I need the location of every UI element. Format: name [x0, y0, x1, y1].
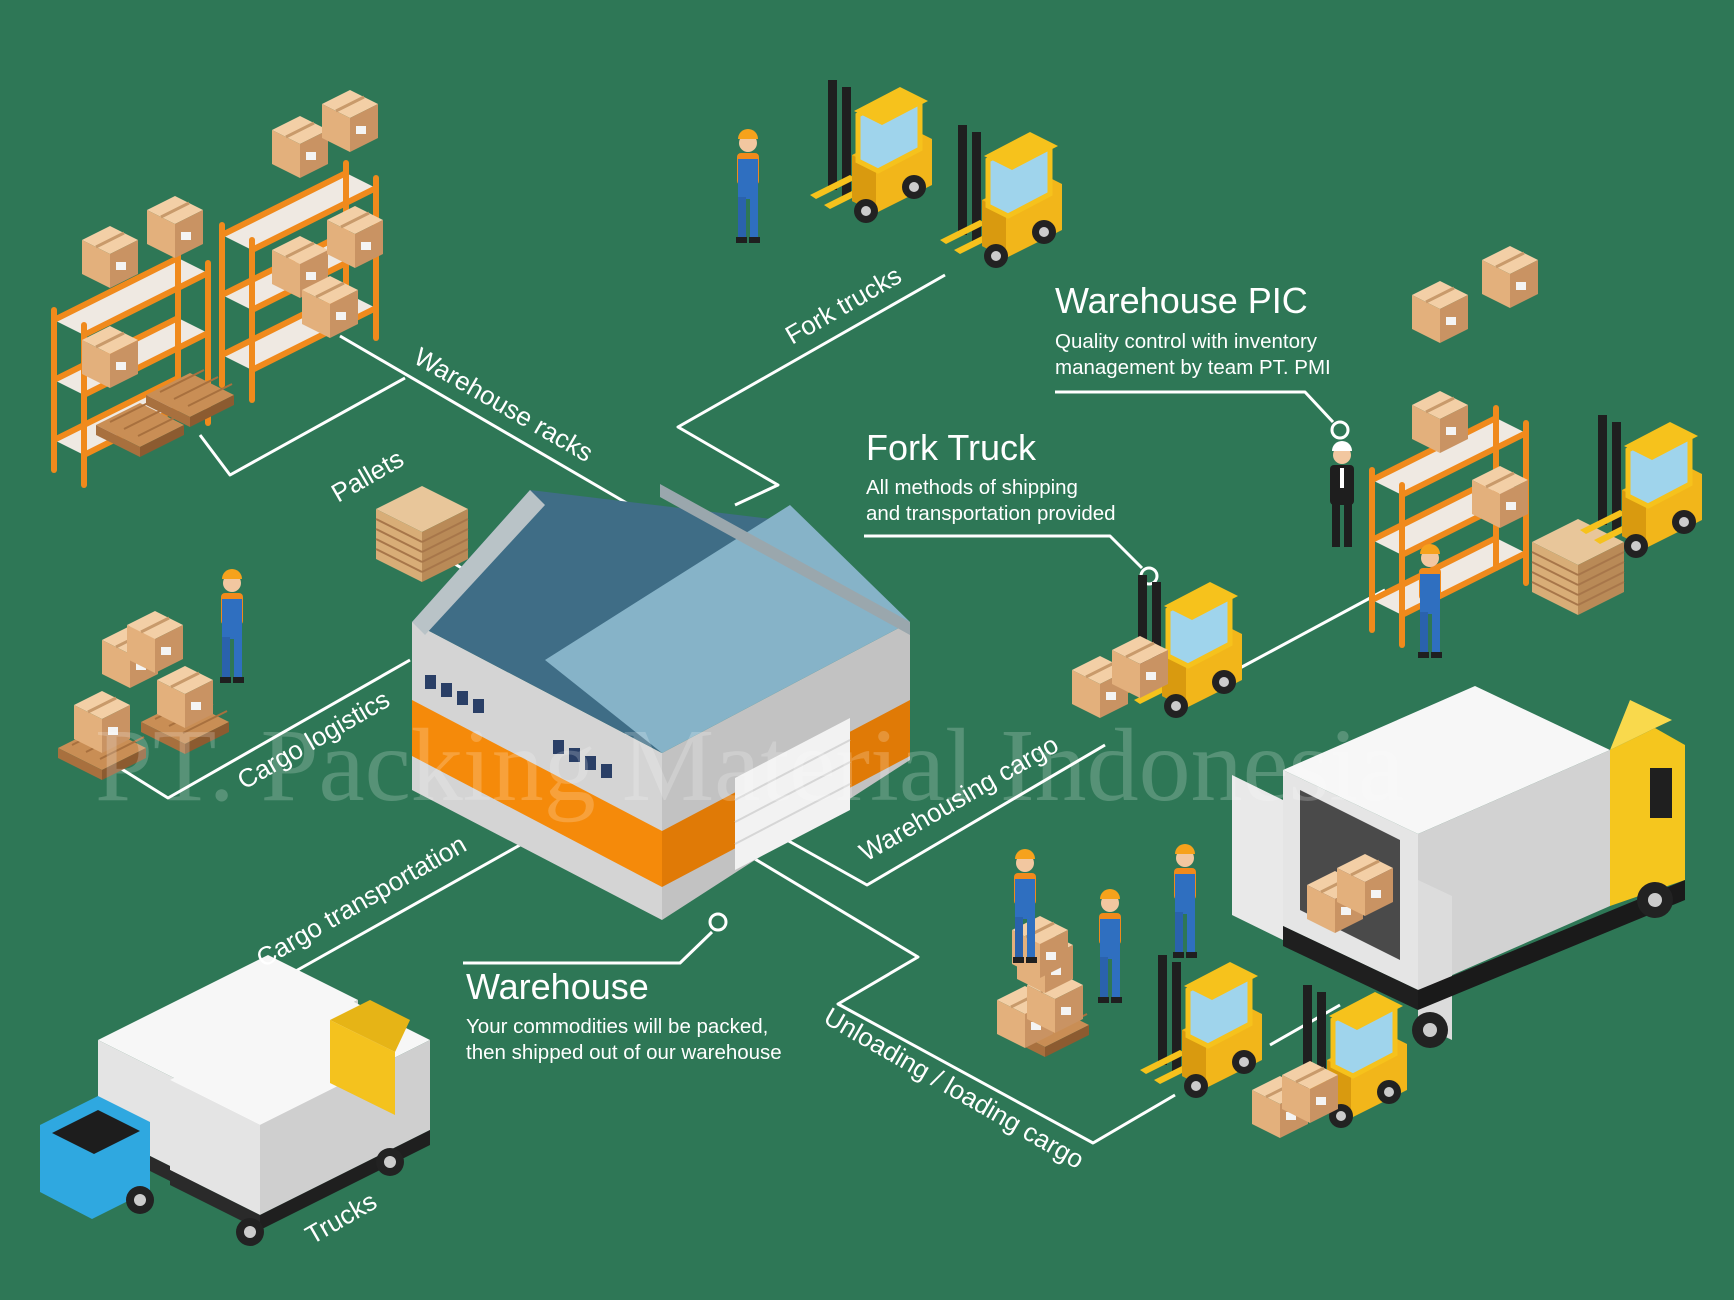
wooden-pallet-icon: [375, 485, 469, 583]
callout-fork-truck-line1: All methods of shipping: [866, 476, 1078, 499]
callout-dot-warehouse: [708, 912, 728, 932]
connector-fork-trucks: [676, 273, 946, 507]
manager-icon: [1330, 441, 1354, 547]
label-fork-trucks: Fork trucks: [780, 260, 906, 350]
callout-fork-truck: Fork Truck All methods of shipping and t…: [866, 427, 1116, 525]
connector-warehouse-pic-callout: [1055, 390, 1335, 424]
callout-fork-truck-line2: and transportation provided: [866, 502, 1116, 525]
callout-warehouse-pic-line1: Quality control with inventory: [1055, 330, 1318, 353]
box-truck-icon: [40, 955, 430, 1246]
callout-warehouse-line1: Your commodities will be packed,: [466, 1015, 768, 1038]
warehouse-pic-group: [1372, 244, 1702, 658]
callout-warehouse-pic-line2: management by team PT. PMI: [1055, 356, 1331, 379]
callout-warehouse-title: Warehouse: [466, 966, 649, 1007]
worker-icon: [736, 129, 760, 243]
callout-warehouse: Warehouse Your commodities will be packe…: [466, 966, 782, 1064]
callout-warehouse-pic-title: Warehouse PIC: [1055, 280, 1308, 321]
callout-dot-warehouse-pic: [1330, 420, 1350, 440]
connector-warehousing-cargo: [777, 743, 1106, 887]
connector-warehousing-cargo-branch: [1239, 588, 1386, 670]
connector-warehouse-racks: [339, 334, 631, 507]
label-pallets: Pallets: [326, 443, 409, 508]
connector-warehouse-callout: [463, 930, 714, 965]
connector-cargo-transportation: [261, 843, 521, 992]
forklift-icon: [810, 80, 1062, 268]
watermark: PT. Packing Material Indonesia: [95, 708, 1404, 823]
warehouse-rack-icon: [54, 88, 385, 485]
fork-truck-with-load: [1070, 575, 1242, 718]
connector-unloading: [744, 851, 1176, 1145]
callout-warehouse-pic: Warehouse PIC Quality control with inven…: [1055, 280, 1331, 379]
warehouse-building-icon: [412, 484, 910, 920]
callout-warehouse-line2: then shipped out of our warehouse: [466, 1041, 782, 1064]
connector-racks-branch: [198, 376, 406, 477]
label-cargo-transportation: Cargo transportation: [251, 829, 471, 973]
label-warehouse-racks: Warehouse racks: [409, 341, 598, 468]
big-box-truck: [1232, 686, 1685, 1048]
connector-cargo-logistics: [119, 658, 411, 800]
callout-fork-truck-title: Fork Truck: [866, 427, 1037, 468]
connector-fork-truck-callout: [864, 534, 1144, 570]
connector-lines: [119, 273, 1386, 1145]
